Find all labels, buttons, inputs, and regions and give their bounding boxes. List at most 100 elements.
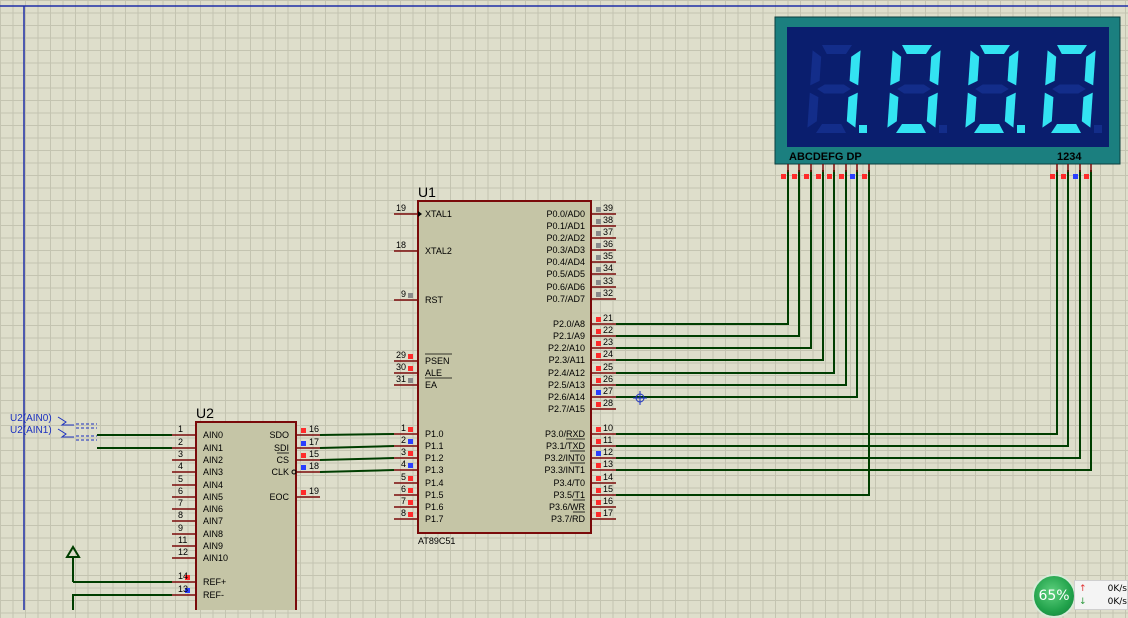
u1-pin-5[interactable]: 5P1.4	[394, 472, 444, 488]
wire	[616, 170, 789, 325]
u2-chip[interactable]: U2 1AIN02AIN13AIN24AIN35AIN46AIN57AIN68A…	[172, 405, 320, 610]
u1-pin-7[interactable]: 7P1.6	[394, 496, 444, 512]
u1-part: AT89C51	[418, 536, 455, 546]
wire	[72, 594, 172, 610]
wire	[616, 170, 1058, 435]
u1-pin-1[interactable]: 1P1.0	[394, 423, 444, 439]
u2-pin-num: 8	[178, 510, 183, 520]
wire	[616, 170, 1069, 447]
download-value: 0K/s	[1107, 597, 1127, 607]
terminals[interactable]: U2(AIN0) U2(AIN1)	[10, 413, 97, 441]
segment-f	[810, 50, 822, 86]
u1-pin-label: P2.2/A10	[548, 343, 585, 353]
u1-pin-6[interactable]: 6P1.5	[394, 484, 444, 500]
u2-pin-num: 4	[178, 461, 183, 471]
terminal-ain0-symbol[interactable]	[57, 416, 97, 429]
u2-pin-num: 15	[309, 449, 319, 459]
download-arrow-icon: ↓	[1079, 597, 1087, 607]
network-speed-widget[interactable]: 65% ↑ 0K/s ↓ 0K/s	[1032, 574, 1128, 618]
u2-ref: U2	[196, 405, 214, 421]
u1-chip[interactable]: U1 AT89C51 19XTAL118XTAL29RST29PSEN30ALE…	[394, 184, 616, 546]
u1-pin-label: P1.3	[425, 465, 444, 475]
u1-pin-num: 36	[603, 239, 613, 249]
u1-pin-8[interactable]: 8P1.7	[394, 508, 444, 524]
u1-pin-label: P3.5/T1	[553, 490, 585, 500]
u1-pin-label: XTAL1	[425, 209, 452, 219]
u2-pin-label: AIN8	[203, 529, 223, 539]
u1-pin-2[interactable]: 2P1.1	[394, 435, 444, 451]
display-pin	[1050, 174, 1055, 179]
wire	[616, 170, 1092, 471]
u1-pin-num: 34	[603, 263, 613, 273]
u1-pin-3[interactable]: 3P1.2	[394, 447, 444, 463]
display-pin	[804, 174, 809, 179]
display-digit-3	[965, 45, 1025, 133]
u2-pin-label: REF-	[203, 590, 224, 600]
display-pin	[1061, 174, 1066, 179]
u1-pin-label: P1.6	[425, 502, 444, 512]
download-row: ↓ 0K/s	[1079, 597, 1127, 609]
power-arrow-symbol[interactable]	[65, 545, 81, 582]
u1-pin-4[interactable]: 4P1.3	[394, 459, 444, 475]
segment-g	[817, 84, 851, 94]
u1-pin-num: 7	[401, 496, 406, 506]
u1-pin-num: 26	[603, 374, 613, 384]
u1-pin-label: P3.0/RXD	[545, 429, 586, 439]
seven-segment-display[interactable]: ABCDEFG DP 1234	[774, 16, 1121, 179]
u1-pin-num: 30	[396, 362, 406, 372]
wire	[616, 170, 858, 398]
terminal-ain1-symbol[interactable]	[57, 428, 97, 441]
u2-pin-num: 11	[178, 535, 187, 545]
u1-pin-num: 13	[603, 459, 613, 469]
